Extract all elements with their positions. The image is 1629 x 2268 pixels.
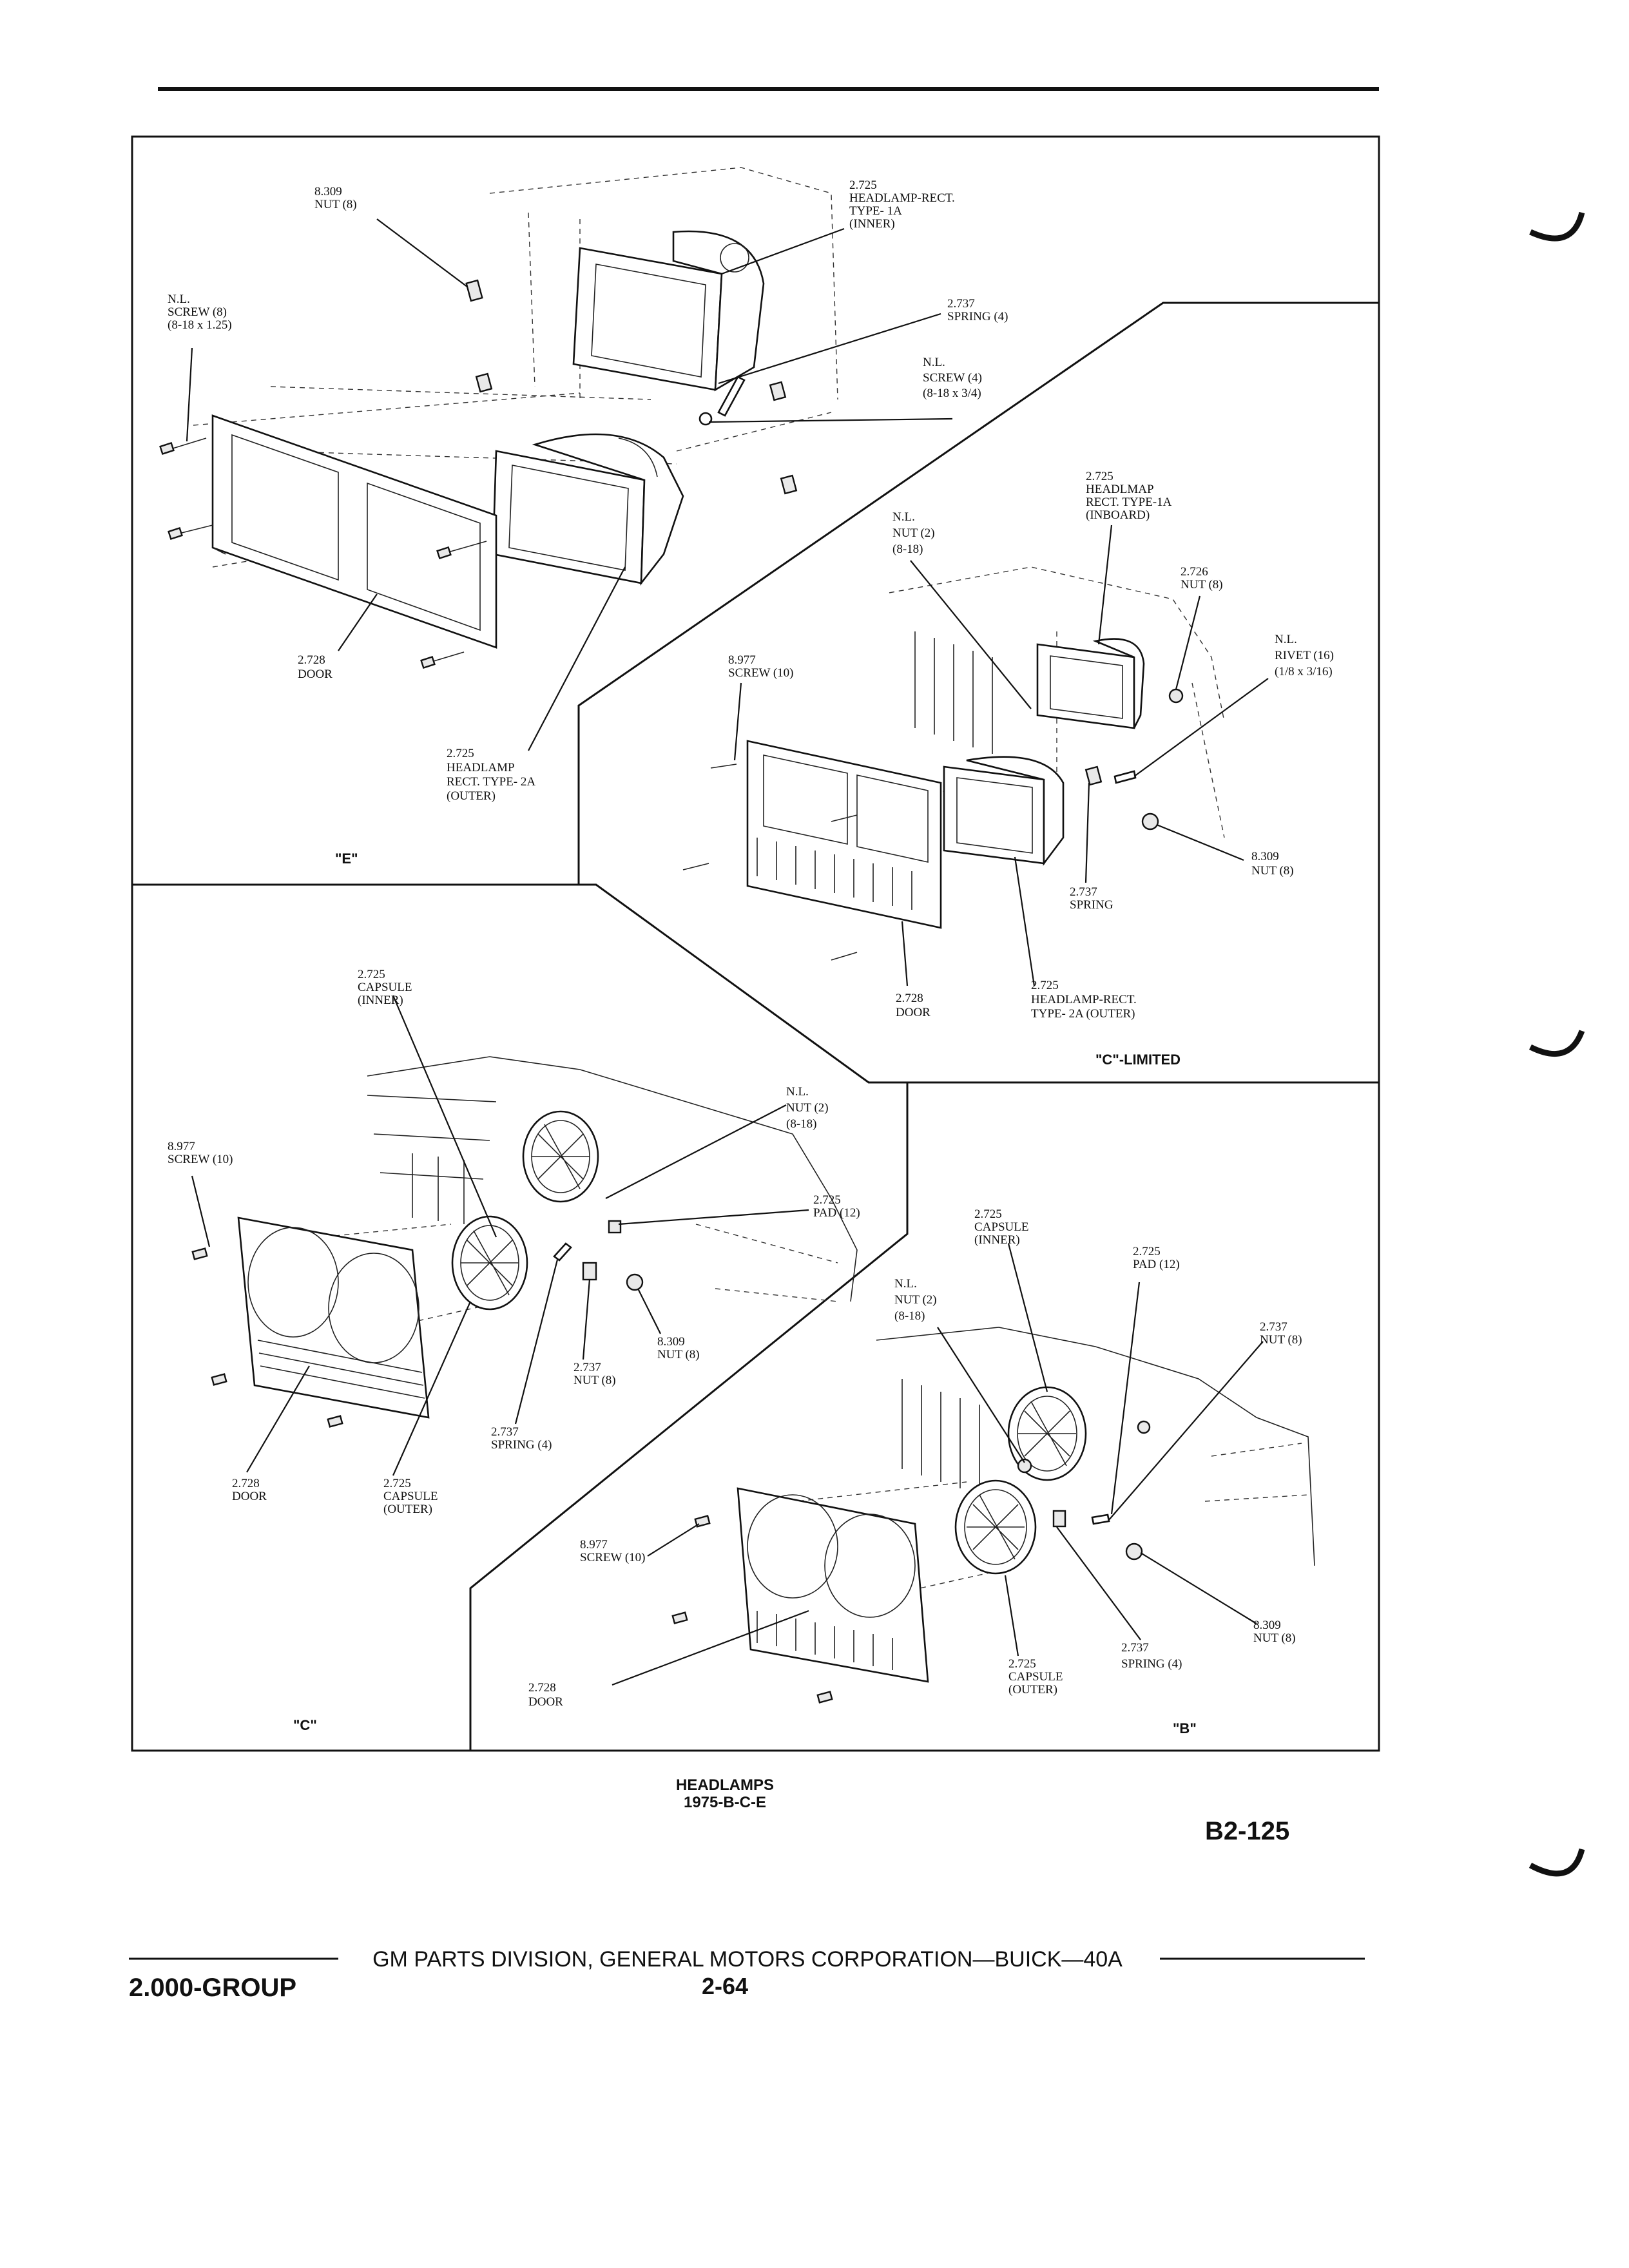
leaders-b bbox=[612, 1243, 1264, 1686]
label-c-pad: 2.725 PAD (12) bbox=[813, 1193, 860, 1220]
label-e-screw-left: N.L. SCREW (8) (8-18 x 1.25) bbox=[168, 293, 232, 332]
caption-title: HEADLAMPS bbox=[676, 1776, 774, 1794]
diagram-frame bbox=[131, 135, 1380, 1752]
door-bezel-c bbox=[237, 1216, 430, 1419]
fasteners-e bbox=[159, 279, 798, 669]
footer-page-number: 2-64 bbox=[702, 1973, 748, 1999]
panel-c: 2.725 CAPSULE (INNER) N.L. NUT (2) (8-18… bbox=[168, 968, 860, 1733]
headlamp-outer-rect bbox=[492, 433, 684, 586]
label-b-capsule-outer: 2.725 CAPSULE (OUTER) bbox=[1008, 1657, 1066, 1696]
fasteners-cl bbox=[682, 688, 1184, 961]
panel-c-limited: 2.725 HEADLMAP RECT. TYPE-1A (INBOARD) N… bbox=[682, 470, 1337, 1068]
label-b-spring: 2.737 SPRING (4) bbox=[1121, 1641, 1182, 1671]
label-cl-headlamp-outer: 2.725 HEADLAMP-RECT. TYPE- 2A (OUTER) bbox=[1031, 979, 1140, 1021]
door-bezel-e bbox=[211, 414, 497, 649]
label-c-screw: 8.977 SCREW (10) bbox=[168, 1140, 233, 1166]
label-c-capsule-inner: 2.725 CAPSULE (INNER) bbox=[358, 968, 415, 1007]
label-e-headlamp-inner: 2.725 HEADLAMP-RECT. TYPE- 1A (INNER) bbox=[849, 178, 958, 231]
figure-reference: B2-125 bbox=[1205, 1817, 1289, 1845]
label-e-door: 2.728 DOOR bbox=[298, 653, 333, 681]
fasteners-c bbox=[191, 1220, 644, 1428]
label-c-nut-309: 8.309 NUT (8) bbox=[657, 1335, 700, 1361]
label-c-nut-nl: N.L. NUT (2) (8-18) bbox=[786, 1085, 831, 1131]
label-b-nut-309: 8.309 NUT (8) bbox=[1253, 1619, 1296, 1645]
panel-tag-b: "B" bbox=[1173, 1720, 1197, 1736]
panel-c-body-outline bbox=[257, 1056, 858, 1354]
label-c-nut-737: 2.737 NUT (8) bbox=[574, 1361, 616, 1387]
leaders-c bbox=[191, 995, 809, 1476]
capsule-outer-c bbox=[451, 1215, 528, 1311]
panel-tag-e: "E" bbox=[335, 850, 358, 867]
label-c-capsule-outer: 2.725 CAPSULE (OUTER) bbox=[383, 1477, 441, 1516]
door-bezel-cl bbox=[746, 740, 942, 929]
label-b-nut-nl: N.L. NUT (2) (8-18) bbox=[894, 1277, 940, 1323]
label-e-spring: 2.737 SPRING (4) bbox=[947, 297, 1008, 323]
label-cl-nut-726: 2.726 NUT (8) bbox=[1181, 565, 1223, 591]
headlamp-inboard-rect bbox=[1036, 638, 1145, 729]
label-cl-screw: 8.977 SCREW (10) bbox=[728, 653, 794, 680]
panel-dividers bbox=[132, 302, 1379, 1751]
footer-publisher: GM PARTS DIVISION, GENERAL MOTORS CORPOR… bbox=[372, 1947, 1123, 1972]
leaders-e bbox=[186, 218, 953, 751]
label-b-capsule-inner: 2.725 CAPSULE (INNER) bbox=[974, 1207, 1032, 1247]
label-b-pad: 2.725 PAD (12) bbox=[1133, 1245, 1180, 1271]
headlamp-outer-rect-cl bbox=[943, 756, 1065, 866]
capsule-inner-c bbox=[522, 1110, 599, 1203]
footer-group: 2.000-GROUP bbox=[129, 1974, 296, 2002]
headlamp-inner-rect bbox=[572, 230, 765, 392]
label-b-nut-737: 2.737 NUT (8) bbox=[1260, 1320, 1302, 1347]
capsule-inner-b bbox=[1007, 1386, 1087, 1481]
label-c-spring: 2.737 SPRING (4) bbox=[491, 1425, 552, 1452]
label-cl-nut-309: 8.309 NUT (8) bbox=[1251, 850, 1294, 878]
binder-marks bbox=[1528, 211, 1585, 1877]
label-c-door: 2.728 DOOR bbox=[232, 1477, 267, 1503]
panel-e: 8.309 NUT (8) 2.725 HEADLAMP-RECT. TYPE-… bbox=[159, 167, 1008, 867]
leaders-cl bbox=[733, 524, 1269, 986]
label-b-door: 2.728 DOOR bbox=[528, 1681, 563, 1709]
label-cl-nut-nl: N.L. NUT (2) (8-18) bbox=[892, 510, 938, 556]
panel-tag-c: "C" bbox=[293, 1717, 317, 1733]
label-cl-rivet: N.L. RIVET (16) (1/8 x 3/16) bbox=[1275, 633, 1337, 678]
label-cl-door: 2.728 DOOR bbox=[896, 992, 930, 1019]
capsule-outer-b bbox=[954, 1479, 1037, 1575]
panel-b: 2.725 CAPSULE (INNER) 2.725 PAD (12) N.L… bbox=[528, 1207, 1315, 1736]
caption-subtitle: 1975-B-C-E bbox=[684, 1794, 766, 1811]
label-cl-headlamp-inboard: 2.725 HEADLMAP RECT. TYPE-1A (INBOARD) bbox=[1086, 470, 1174, 522]
label-e-headlamp-outer: 2.725 HEADLAMP RECT. TYPE- 2A (OUTER) bbox=[447, 747, 538, 803]
door-bezel-b bbox=[737, 1487, 929, 1683]
label-e-nut-top: 8.309 NUT (8) bbox=[314, 185, 357, 211]
panel-tag-c-limited: "C"-LIMITED bbox=[1095, 1052, 1181, 1068]
label-b-screw: 8.977 SCREW (10) bbox=[580, 1538, 646, 1564]
label-cl-spring: 2.737 SPRING bbox=[1070, 885, 1113, 912]
fasteners-b bbox=[671, 1420, 1151, 1704]
label-e-screw-right: N.L. SCREW (4) (8-18 x 3/4) bbox=[923, 356, 985, 400]
